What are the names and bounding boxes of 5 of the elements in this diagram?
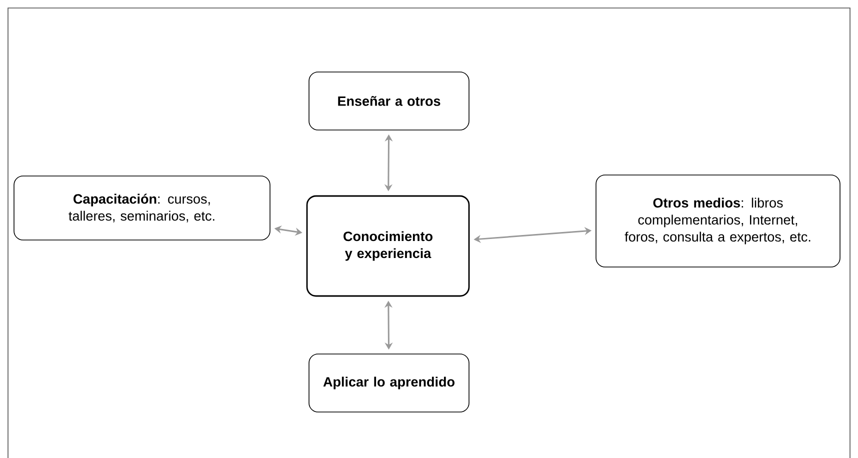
rounded-box: Conocimiento y experiencia	[306, 195, 470, 297]
rounded-box: Capacitación: cursos, talleres, seminarios, etc.	[14, 176, 270, 240]
rounded-box: Enseñar a otros	[308, 72, 470, 130]
rounded-box: Otros medios: libros complementarios, Internet, foros, consulta a expertos, etc.	[596, 174, 840, 268]
rounded-box: Aplicar lo aprendido	[308, 354, 470, 412]
